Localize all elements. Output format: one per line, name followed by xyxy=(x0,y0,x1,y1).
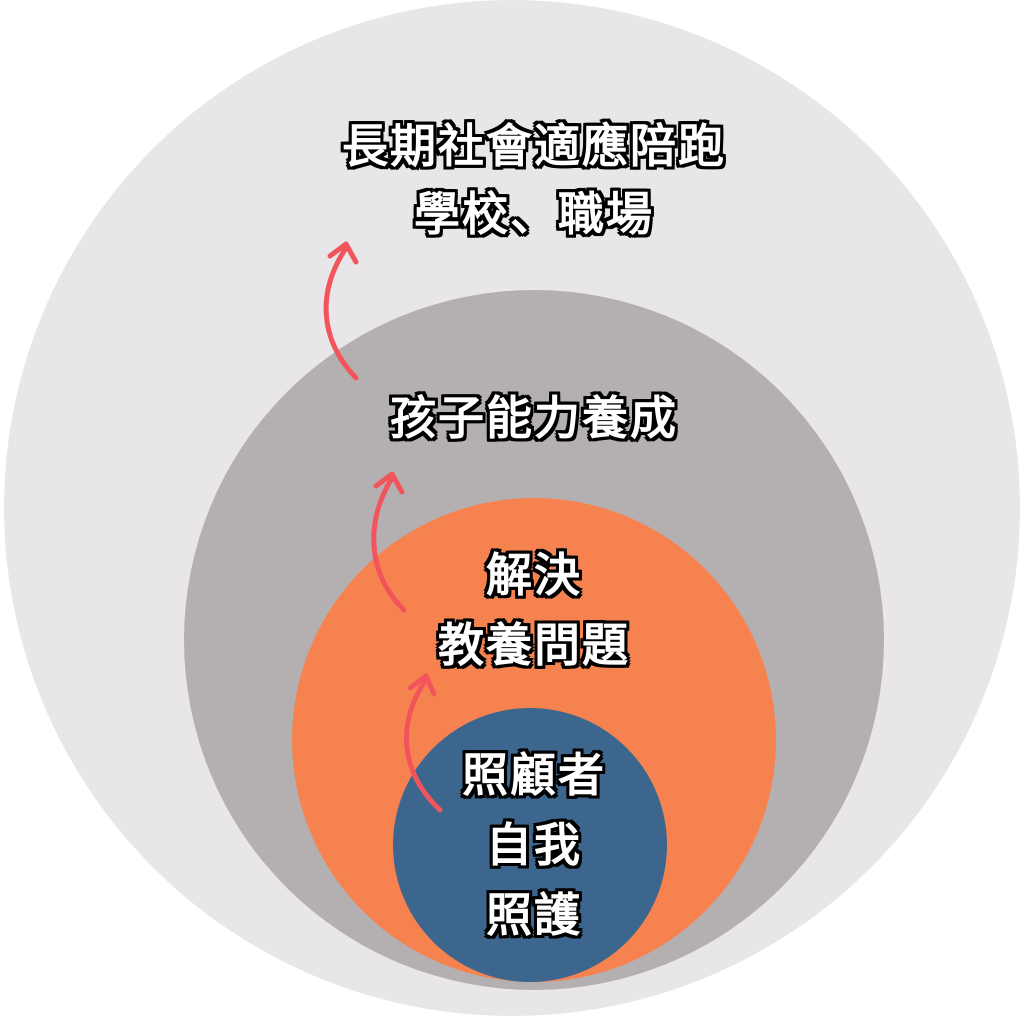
curved-up-arrow-icon xyxy=(323,245,359,381)
inner-label-line3: 照護 xyxy=(486,888,582,942)
outer-label-line2: 學校、職場 xyxy=(414,187,654,241)
third-circle-label: 解決 教養問題 xyxy=(438,540,630,680)
outer-label-line1: 長期社會適應陪跑 xyxy=(342,119,726,173)
third-label-line1: 解決 xyxy=(486,548,582,602)
arrowhead-icon xyxy=(327,241,359,265)
arrowhead-icon xyxy=(407,673,437,697)
outer-circle-label: 長期社會適應陪跑 學校、職場 xyxy=(342,112,726,248)
third-label-line2: 教養問題 xyxy=(438,618,630,672)
curved-up-arrow-icon xyxy=(404,677,443,813)
arrow-second-to-outer xyxy=(323,241,359,381)
curved-up-arrow-icon xyxy=(371,475,407,613)
second-circle-label: 孩子能力養成 xyxy=(390,384,678,452)
inner-label-line1: 照顧者 xyxy=(462,748,606,802)
inner-circle xyxy=(393,708,667,982)
inner-circle-label: 照顧者 自我 照護 xyxy=(462,740,606,950)
inner-label-line2: 自我 xyxy=(486,818,582,872)
arrow-inner-to-third xyxy=(404,673,443,813)
second-label-line1: 孩子能力養成 xyxy=(390,391,678,445)
arrow-third-to-second xyxy=(371,471,407,613)
arrowhead-icon xyxy=(373,471,405,495)
